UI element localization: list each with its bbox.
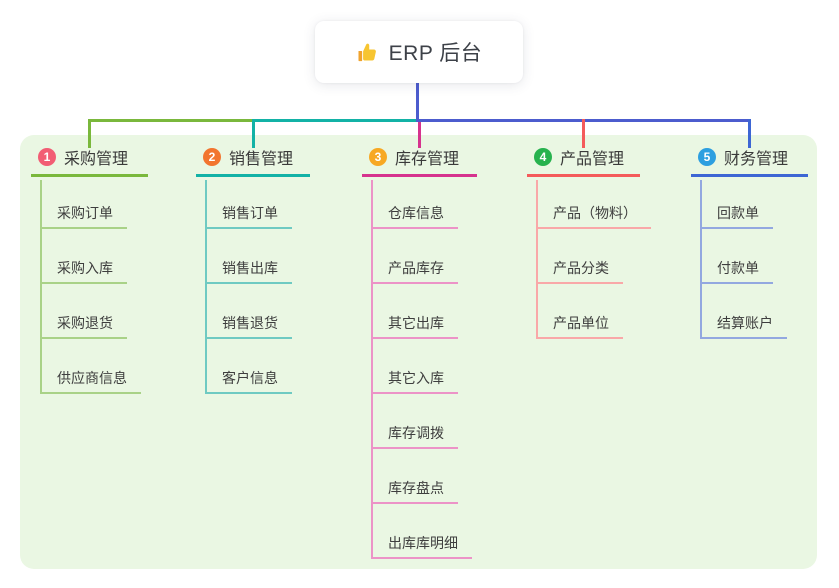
leaf-node[interactable]: 库存调拨: [371, 424, 458, 449]
leaf-node[interactable]: 产品（物料）: [536, 204, 651, 229]
leaf-node[interactable]: 其它出库: [371, 314, 458, 339]
leaf-node[interactable]: 产品分类: [536, 259, 623, 284]
leaf-node[interactable]: 其它入库: [371, 369, 458, 394]
branches-panel: [20, 135, 817, 569]
leaf-node[interactable]: 供应商信息: [40, 369, 141, 394]
branch-number-badge: 3: [369, 147, 387, 166]
connector-branch-1: [88, 119, 91, 148]
branch-label: 采购管理: [64, 150, 129, 168]
branch-number-badge: 5: [698, 147, 716, 166]
leaf-node[interactable]: 付款单: [700, 259, 773, 284]
connector-branch-5: [748, 119, 751, 148]
rail-mid-teal: [251, 119, 416, 122]
branch-number-badge: 1: [38, 147, 56, 166]
leaf-node[interactable]: 采购退货: [40, 314, 127, 339]
trunk-line: [416, 83, 419, 122]
connector-branch-2: [251, 119, 255, 148]
branch-header-2[interactable]: 2 销售管理: [196, 147, 310, 177]
branch-number-badge: 4: [534, 147, 552, 166]
connector-branch-4: [582, 119, 585, 148]
branch-spine-5: [700, 180, 702, 339]
branch-spine-4: [536, 180, 538, 339]
branch-label: 库存管理: [395, 150, 460, 168]
leaf-node[interactable]: 销售出库: [205, 259, 292, 284]
branch-label: 销售管理: [229, 150, 294, 168]
branch-header-3[interactable]: 3 库存管理: [362, 147, 477, 177]
branch-header-1[interactable]: 1 采购管理: [31, 147, 148, 177]
branch-header-5[interactable]: 5 财务管理: [691, 147, 808, 177]
connector-branch-3: [418, 122, 421, 148]
leaf-node[interactable]: 库存盘点: [371, 479, 458, 504]
root-node-label: ERP 后台: [388, 42, 483, 65]
rail-left-green: [88, 119, 252, 122]
root-node[interactable]: ERP 后台: [315, 21, 523, 83]
thumbs-up-icon: [358, 43, 376, 61]
leaf-node[interactable]: 结算账户: [700, 314, 787, 339]
leaf-node[interactable]: 产品库存: [371, 259, 458, 284]
branch-spine-1: [40, 180, 42, 394]
leaf-node[interactable]: 采购入库: [40, 259, 127, 284]
leaf-node[interactable]: 出库库明细: [371, 534, 472, 559]
branch-spine-2: [205, 180, 207, 394]
branch-spine-3: [371, 180, 373, 559]
branch-label: 产品管理: [560, 150, 625, 168]
branch-number-badge: 2: [203, 147, 221, 166]
leaf-node[interactable]: 销售订单: [205, 204, 292, 229]
branch-header-4[interactable]: 4 产品管理: [527, 147, 640, 177]
leaf-node[interactable]: 回款单: [700, 204, 773, 229]
leaf-node[interactable]: 产品单位: [536, 314, 623, 339]
leaf-node[interactable]: 销售退货: [205, 314, 292, 339]
leaf-node[interactable]: 采购订单: [40, 204, 127, 229]
leaf-node[interactable]: 仓库信息: [371, 204, 458, 229]
branch-label: 财务管理: [724, 150, 789, 168]
leaf-node[interactable]: 客户信息: [205, 369, 292, 394]
